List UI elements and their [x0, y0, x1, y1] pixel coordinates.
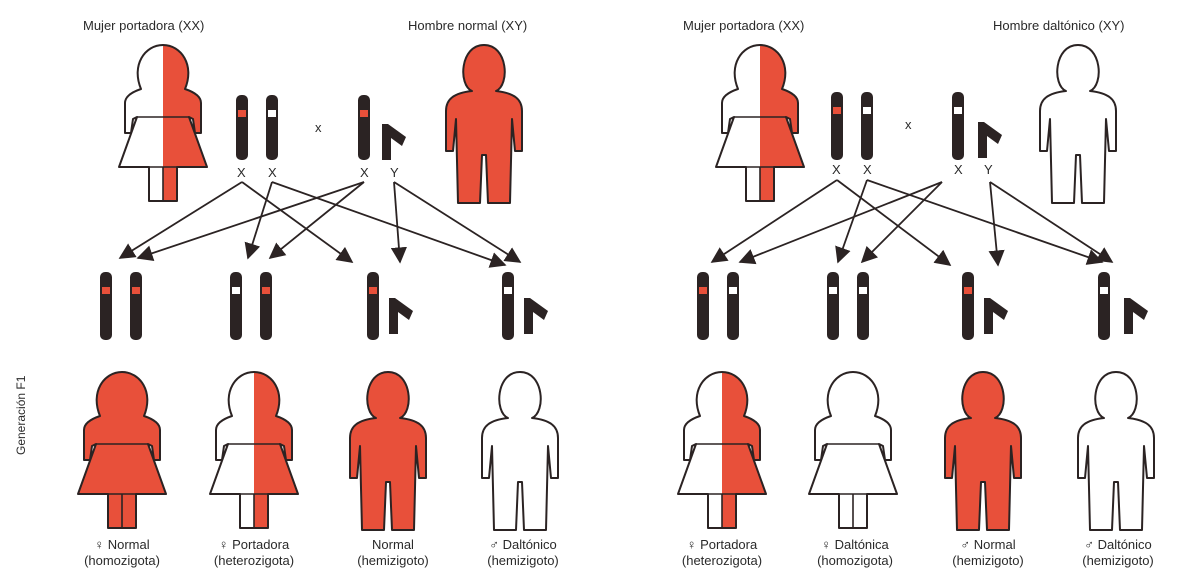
- offspring-caption-1-right: ♀ Portadora (heterozigota): [657, 537, 787, 569]
- offspring-2-chrom-x1-right: [827, 272, 839, 340]
- cross-symbol-right: x: [905, 117, 912, 132]
- caption-line2: (hemizigoto): [952, 553, 1024, 568]
- arrow-fy-to-o4-right: [989, 181, 1114, 263]
- chrom-letter-father-y-right: Y: [984, 162, 993, 177]
- chrom-letter-father-y-left: Y: [390, 165, 399, 180]
- offspring-3-chrom-y-left: [389, 298, 413, 334]
- arrow-fx-to-o1-left: [136, 181, 365, 262]
- offspring-1-chrom-x1-right: [697, 272, 709, 340]
- offspring-caption-3-right: ♂ Normal (hemizigoto): [923, 537, 1053, 569]
- offspring-caption-4-right: ♂ Daltónico (hemizigoto): [1053, 537, 1183, 569]
- arrow-mx1-to-o1-left: [118, 181, 243, 259]
- arrow-mx2-to-o4-right: [866, 179, 1104, 265]
- chromosome-mother-x1-right: [831, 92, 843, 160]
- offspring-1-chrom-x1-left: [100, 272, 112, 340]
- mother-label-right: Mujer portadora (XX): [683, 18, 805, 33]
- arrow-fy-to-o3-right: [988, 181, 1005, 267]
- offspring-3-figure-left: [349, 371, 427, 531]
- chrom-letter-father-x-left: X: [360, 165, 369, 180]
- arrow-mx2-to-o2-right: [835, 179, 868, 264]
- arrow-mx1-to-o1-right: [710, 179, 838, 263]
- arrow-fx-to-o1-right: [738, 181, 943, 265]
- caption-line1: ♂ Normal: [960, 537, 1016, 552]
- offspring-3-chrom-y-right: [984, 298, 1008, 334]
- chromosome-mother-x1-left: [236, 95, 248, 160]
- offspring-3-chrom-x-left: [367, 272, 379, 340]
- offspring-4-chrom-x-left: [502, 272, 514, 340]
- offspring-1-chrom-x2-left: [130, 272, 142, 340]
- caption-line1: ♀ Normal: [94, 537, 150, 552]
- mother-figure-right: [715, 44, 805, 202]
- offspring-4-figure-left: [481, 371, 559, 531]
- caption-line2: (homozigota): [84, 553, 160, 568]
- chrom-letter-mother-x1-left: X: [237, 165, 246, 180]
- offspring-caption-3-left: Normal (hemizigoto): [328, 537, 458, 569]
- arrow-fx-to-o2-right: [860, 181, 943, 264]
- offspring-2-figure-right: [808, 371, 898, 529]
- chrom-letter-mother-x2-right: X: [863, 162, 872, 177]
- offspring-caption-2-left: ♀ Portadora (heterozigota): [189, 537, 319, 569]
- caption-line1: ♀ Daltónica: [821, 537, 889, 552]
- caption-line1: Normal: [372, 537, 414, 552]
- caption-line1: ♀ Portadora: [218, 537, 290, 552]
- offspring-4-chrom-y-right: [1124, 298, 1148, 334]
- offspring-caption-4-left: ♂ Daltónico (hemizigoto): [458, 537, 588, 569]
- chromosome-mother-x2-left: [266, 95, 278, 160]
- caption-line2: (heterozigota): [681, 553, 763, 568]
- offspring-4-chrom-y-left: [524, 298, 548, 334]
- chrom-letter-father-x-right: X: [954, 162, 963, 177]
- caption-line2: (heterozigota): [213, 553, 295, 568]
- chromosome-father-x-left: [358, 95, 370, 160]
- offspring-2-chrom-x2-left: [260, 272, 272, 340]
- cross-symbol-left: x: [315, 120, 322, 135]
- offspring-1-chrom-x2-right: [727, 272, 739, 340]
- caption-line1: ♂ Daltónico: [1084, 537, 1152, 552]
- caption-line1: ♀ Portadora: [686, 537, 758, 552]
- arrow-mx2-to-o4-left: [271, 181, 507, 268]
- arrow-fx-to-o2-left: [268, 181, 365, 260]
- father-label-left: Hombre normal (XY): [408, 18, 528, 33]
- offspring-3-figure-right: [944, 371, 1022, 531]
- offspring-2-chrom-x1-left: [230, 272, 242, 340]
- offspring-4-chrom-x-right: [1098, 272, 1110, 340]
- arrow-fy-to-o3-left: [390, 181, 407, 264]
- father-label-right: Hombre daltónico (XY): [993, 18, 1125, 33]
- caption-line2: (hemizigoto): [357, 553, 429, 568]
- chrom-letter-mother-x2-left: X: [268, 165, 277, 180]
- arrow-fy-to-o4-left: [393, 181, 522, 263]
- offspring-2-figure-left: [209, 371, 299, 529]
- offspring-caption-1-left: ♀ Normal (homozigota): [57, 537, 187, 569]
- generation-label-text: Generación F1: [14, 375, 28, 455]
- offspring-1-figure-left: [77, 371, 167, 529]
- arrow-mx2-to-o2-left: [244, 181, 273, 260]
- chromosome-father-x-right: [952, 92, 964, 160]
- arrow-mx1-to-o3-left: [241, 181, 354, 263]
- arrow-mx1-to-o3-right: [836, 179, 952, 266]
- mother-figure-left: [118, 44, 208, 202]
- offspring-2-chrom-x2-right: [857, 272, 869, 340]
- caption-line2: (homozigota): [817, 553, 893, 568]
- caption-line1: ♂ Daltónico: [489, 537, 557, 552]
- chromosome-father-y-left: [382, 124, 406, 160]
- chromosome-father-y-right: [978, 122, 1002, 158]
- caption-line2: (hemizigoto): [1082, 553, 1154, 568]
- offspring-1-figure-right: [677, 371, 767, 529]
- offspring-3-chrom-x-right: [962, 272, 974, 340]
- chrom-letter-mother-x1-right: X: [832, 162, 841, 177]
- caption-line2: (hemizigoto): [487, 553, 559, 568]
- chromosome-mother-x2-right: [861, 92, 873, 160]
- offspring-caption-2-right: ♀ Daltónica (homozigota): [790, 537, 920, 569]
- father-figure-left: [445, 44, 523, 204]
- father-figure-right: [1039, 44, 1117, 204]
- offspring-4-figure-right: [1077, 371, 1155, 531]
- mother-label-left: Mujer portadora (XX): [83, 18, 205, 33]
